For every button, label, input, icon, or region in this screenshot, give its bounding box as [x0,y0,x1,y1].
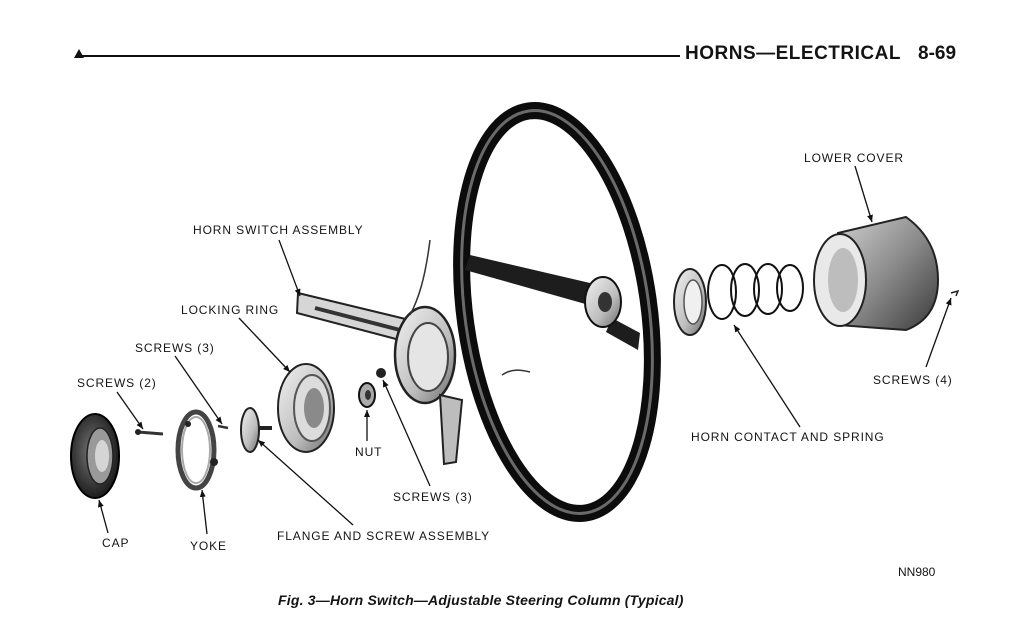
label-locking-ring: LOCKING RING [181,303,280,317]
page-number: 8-69 [918,43,957,64]
screws-4-part [950,289,960,297]
lower-cover-part [813,215,940,332]
yoke-part [175,409,218,491]
header-rule [80,55,680,57]
label-horn-switch-assembly: HORN SWITCH ASSEMBLY [193,223,364,237]
figure-caption: Fig. 3—Horn Switch—Adjustable Steering C… [278,592,684,608]
screws-2-part [135,429,164,436]
label-nut: NUT [355,445,383,459]
label-screws-4: SCREWS (4) [873,373,953,387]
horn-switch-assembly-part [295,239,464,466]
locking-ring-part [277,363,335,453]
steering-wheel-part [453,102,661,522]
nut-part [358,382,376,408]
label-cap: CAP [102,536,130,550]
label-screws-2: SCREWS (2) [77,376,157,390]
flange-part [240,407,272,453]
label-screws-3-top: SCREWS (3) [135,341,215,355]
label-horn-contact-and-spring: HORN CONTACT AND SPRING [691,430,885,444]
label-yoke: YOKE [190,539,227,553]
horn-contact-and-spring-part [673,263,804,336]
cap-part [70,413,120,499]
page-section-title: HORNS—ELECTRICAL [685,43,901,64]
screws-3-small-part [217,424,229,430]
label-flange-and-screw-assembly: FLANGE AND SCREW ASSEMBLY [277,529,490,543]
label-screws-3-bottom: SCREWS (3) [393,490,473,504]
header-arrow-icon [74,49,84,58]
screws-3-lower-part [376,368,386,378]
figure-code: NN980 [898,565,936,579]
leader-lines [97,165,952,535]
label-lower-cover: LOWER COVER [804,151,904,165]
